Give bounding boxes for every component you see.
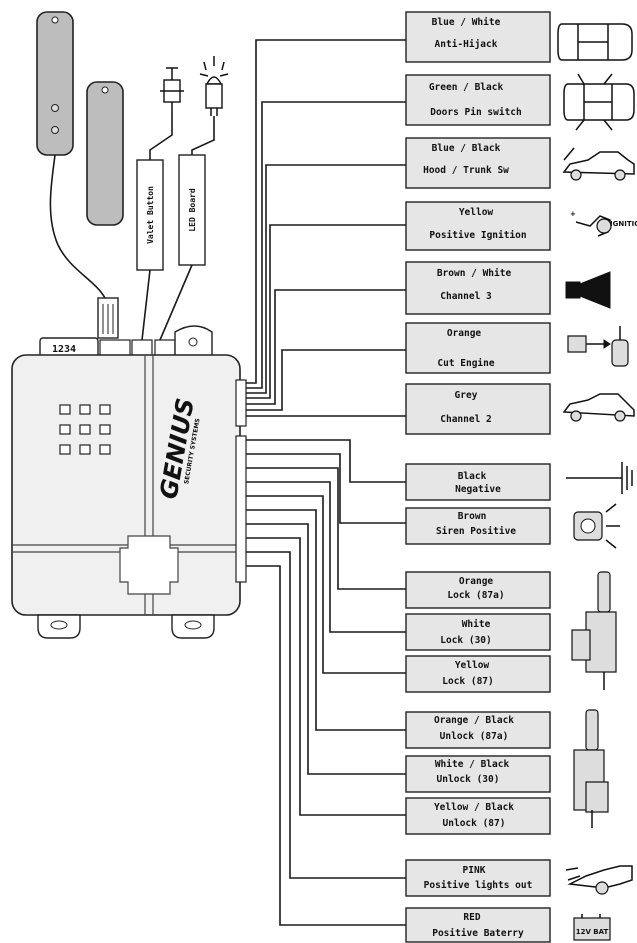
wire-box-lock-87a: Orange Lock (87a) — [405, 571, 551, 609]
car-top-view-icon — [557, 23, 633, 61]
car-trunk-icon — [562, 393, 635, 422]
led-wire-top — [191, 116, 215, 155]
wire-function-label: Lock (87) — [442, 676, 493, 687]
wire-box-positive-lights-out: PINK Positive lights out — [405, 859, 551, 897]
wire-color-label: Blue / Black — [432, 143, 501, 154]
wire-box-cut-engine: Orange Cut Engine — [405, 322, 551, 374]
control-unit: 1234 GENIUS SECURITY SYSTEMS — [11, 325, 247, 639]
wire-function-label: Positive Ignition — [429, 230, 526, 241]
wire-box-hood-trunk: Blue / Black Hood / Trunk Sw — [405, 137, 551, 189]
led-board-module: LED Board — [178, 154, 206, 266]
valet-switch-icon — [160, 67, 184, 112]
wire-function-label: Positive lights out — [424, 880, 533, 891]
wire-color-label: Yellow — [459, 207, 494, 218]
wire-box-doors-pin-switch: Green / Black Doors Pin switch — [405, 74, 551, 126]
wire-color-label: Orange — [459, 576, 494, 587]
wire-color-label: Yellow — [455, 660, 490, 671]
wire-function-label: Lock (30) — [440, 635, 491, 646]
wire-function-label: Unlock (87) — [443, 818, 506, 829]
wire-box-positive-ignition: Yellow Positive Ignition — [405, 201, 551, 251]
wire-function-label: Unlock (87a) — [440, 731, 509, 742]
ignition-key-icon: + IGNITION KEY — [570, 210, 637, 237]
antenna-cable — [49, 154, 106, 299]
wire-color-label: Brown — [458, 511, 487, 522]
wire-box-siren-positive: Brown Siren Positive — [405, 507, 551, 545]
wire-color-label: PINK — [463, 865, 486, 876]
car-hood-open-icon — [562, 147, 635, 181]
wire-color-label: Blue / White — [432, 17, 501, 28]
upper-wire-harness — [246, 39, 411, 417]
horn-speaker-icon — [565, 271, 611, 309]
wire-function-label: Lock (87a) — [447, 590, 504, 601]
wire-box-unlock-30: White / Black Unlock (30) — [405, 755, 551, 793]
wire-function-label: Channel 2 — [440, 414, 491, 425]
wire-box-channel-2: Grey Channel 2 — [405, 383, 551, 435]
wire-function-label: Anti-Hijack — [435, 39, 498, 50]
remote-control-right — [86, 81, 124, 226]
battery-icon: 12V BAT — [573, 914, 611, 941]
wire-color-label: RED — [463, 912, 480, 923]
wire-function-label: Hood / Trunk Sw — [423, 165, 509, 176]
valet-wire-top — [149, 112, 173, 160]
wire-box-anti-hijack: Blue / White Anti-Hijack — [405, 11, 551, 63]
wire-box-negative: Black Negative — [405, 463, 551, 501]
wire-box-unlock-87a: Orange / Black Unlock (87a) — [405, 711, 551, 749]
wire-box-lock-87: Yellow Lock (87) — [405, 655, 551, 693]
ignition-key-label: IGNITION KEY — [610, 220, 637, 228]
wire-color-label: White / Black — [435, 759, 510, 770]
siren-icon — [573, 503, 620, 549]
wire-color-label: Green / Black — [429, 82, 504, 93]
wire-box-channel-3: Brown / White Channel 3 — [405, 261, 551, 315]
wire-color-label: Orange — [447, 328, 482, 339]
valet-button-module: Valet Button — [136, 159, 164, 271]
wire-function-label: Cut Engine — [437, 358, 494, 369]
svg-text:+: + — [570, 210, 576, 218]
ground-symbol-icon — [566, 462, 633, 494]
wire-function-label: Siren Positive — [436, 526, 516, 537]
valet-wire-bottom — [141, 269, 151, 341]
connector-numbers: 1234 — [52, 344, 76, 355]
engine-relay-icon — [567, 326, 629, 367]
button-grid — [59, 404, 111, 455]
battery-label: 12V BAT — [576, 928, 609, 936]
remote-control-left — [36, 11, 74, 156]
car-doors-open-icon — [563, 73, 635, 131]
lock-actuator-icon — [571, 571, 617, 690]
unlock-actuator-icon — [573, 709, 609, 828]
wire-color-label: Grey — [455, 390, 478, 401]
wire-color-label: Brown / White — [437, 268, 512, 279]
wire-function-label: Doors Pin switch — [430, 107, 522, 118]
car-lights-icon — [565, 865, 633, 895]
wire-function-label: Channel 3 — [440, 291, 492, 302]
lower-wire-harness — [246, 439, 410, 926]
receiver-plug — [97, 297, 119, 339]
wire-color-label: Black — [458, 471, 487, 482]
wire-color-label: Orange / Black — [434, 715, 514, 726]
wire-function-label: Unlock (30) — [437, 774, 500, 785]
wire-box-lock-30: White Lock (30) — [405, 613, 551, 651]
wire-box-positive-battery: RED Positive Baterry — [405, 907, 551, 943]
led-board-label: LED Board — [188, 188, 197, 232]
wire-color-label: Yellow / Black — [434, 802, 514, 813]
led-lamp-icon — [199, 56, 229, 116]
wire-function-label: Negative — [455, 484, 501, 495]
led-wire-bottom — [159, 264, 193, 341]
wire-function-label: Positive Baterry — [432, 928, 524, 939]
wire-color-label: White — [462, 619, 491, 630]
valet-button-label: Valet Button — [146, 186, 155, 244]
wire-box-unlock-87: Yellow / Black Unlock (87) — [405, 797, 551, 835]
